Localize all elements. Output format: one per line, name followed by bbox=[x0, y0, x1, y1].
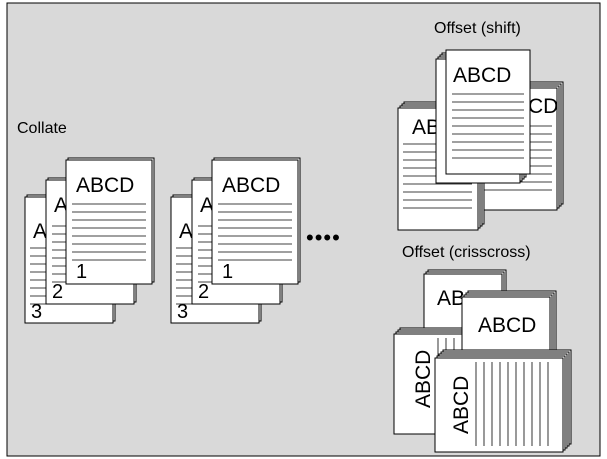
page-text: ABCD bbox=[478, 314, 536, 337]
collate-set-2: ABCD 3 ABCD 2 ABCD 1 bbox=[170, 157, 301, 324]
page-text: ABCD bbox=[412, 350, 435, 408]
crisscross-landscape-front: ABCD bbox=[434, 349, 572, 453]
offset-crisscross-label: Offset (crisscross) bbox=[402, 244, 531, 261]
page-copy-1: ABCD 1 bbox=[65, 157, 155, 285]
page-copy-1: ABCD 1 bbox=[211, 157, 301, 285]
ellipsis-dots: •••• bbox=[306, 225, 341, 250]
collate-label: Collate bbox=[17, 120, 67, 137]
offset-shift-stack: ABCD ABCD bbox=[397, 49, 564, 231]
page-text: ABCD bbox=[453, 64, 511, 87]
shift-stack-center: ABCD bbox=[435, 49, 531, 184]
stack-number-3: 3 bbox=[177, 301, 188, 323]
stack-number-1: 1 bbox=[222, 261, 233, 283]
stack-number-2: 2 bbox=[198, 281, 209, 303]
stack-number-1: 1 bbox=[76, 261, 87, 283]
page-text: ABCD bbox=[76, 174, 134, 197]
page-text: ABCD bbox=[222, 174, 280, 197]
offset-shift-label: Offset (shift) bbox=[434, 20, 521, 37]
offset-crisscross-stack: ABCD ABCD ABCD bbox=[393, 269, 572, 453]
stack-number-2: 2 bbox=[52, 281, 63, 303]
stack-number-3: 3 bbox=[31, 301, 42, 323]
page-text: ABCD bbox=[450, 376, 473, 434]
collate-set-1: ABCD 3 ABCD 2 ABCD bbox=[24, 157, 155, 324]
